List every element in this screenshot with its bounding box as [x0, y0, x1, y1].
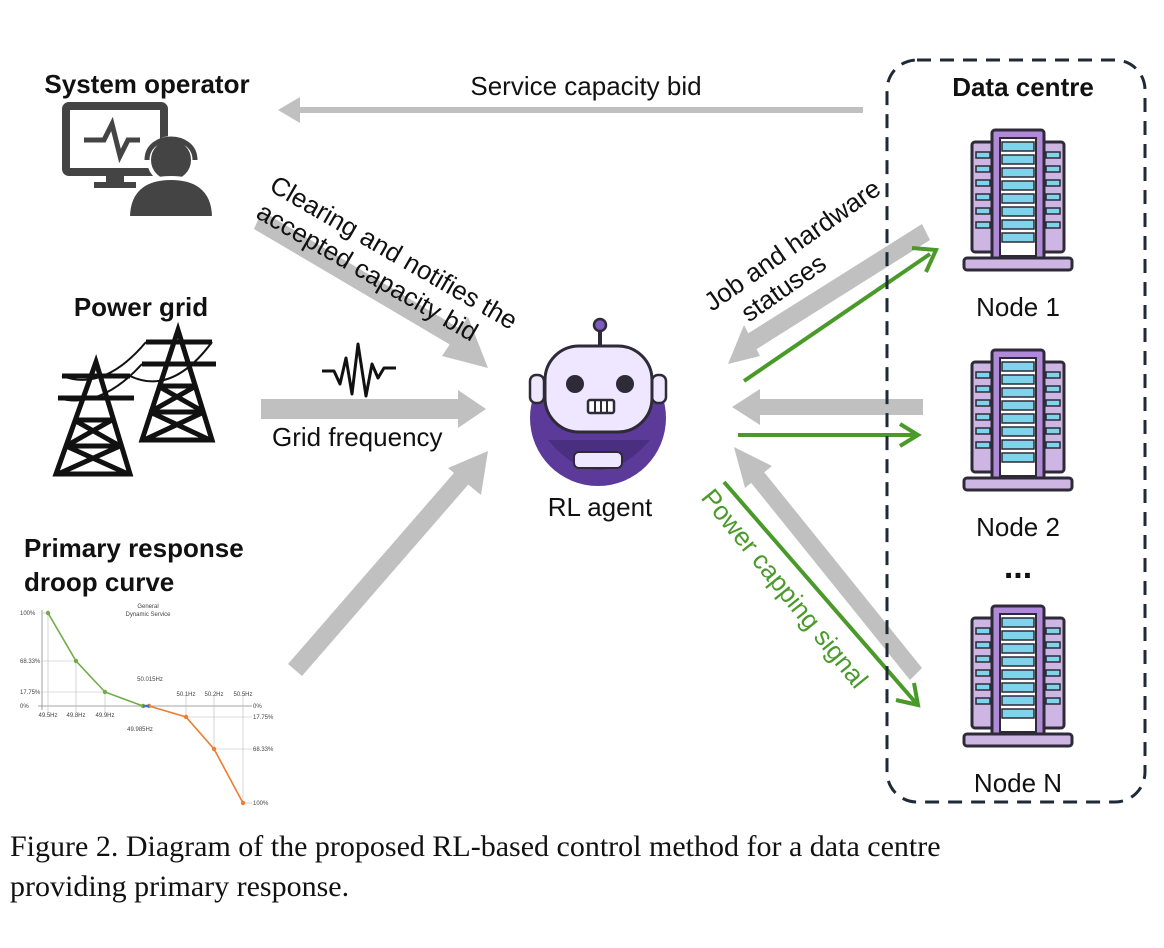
grey-arrows: [254, 97, 930, 680]
droop-left-y-tick: 0%: [20, 704, 29, 710]
grid-frequency-label: Grid frequency: [272, 422, 443, 452]
droop-high-point: [240, 800, 246, 806]
droop-low-point: [45, 610, 51, 616]
droop-title-line1: Primary response: [24, 533, 244, 563]
capping-arrow-node1: [742, 246, 939, 383]
droop-right-y-tick: 0%: [253, 704, 262, 710]
droop-low-point: [102, 689, 108, 695]
capping-arrow-nodeN: [722, 480, 921, 708]
droop-high-point: [183, 714, 189, 720]
server-node-2-icon: [962, 348, 1074, 492]
droop-left-y-tick: 17.75%: [20, 690, 41, 696]
droop-x-tick-low: 49.5Hz: [38, 713, 57, 719]
droop-x-tick-high: 50.1Hz: [176, 692, 195, 698]
droop-left-y-tick: 68.33%: [20, 659, 41, 665]
grid-frequency-arrow: [261, 390, 486, 428]
droop-low-point: [73, 658, 79, 664]
droop-right-y-tick: 17.75%: [253, 715, 274, 721]
caption-line1: Figure 2. Diagram of the proposed RL-bas…: [10, 830, 941, 863]
droop-x-tick-high: 50.5Hz: [233, 692, 252, 698]
droop-title-line2: droop curve: [24, 567, 174, 597]
droop-x-tick-low: 49.9Hz: [95, 713, 114, 719]
droop-high-series-line: [148, 705, 244, 804]
server-node-n-icon: [962, 604, 1074, 748]
robot-icon: [528, 317, 668, 486]
droop-arrow: [288, 451, 488, 676]
node-n-label: Node N: [974, 768, 1062, 798]
caption-line2: providing primary response.: [10, 870, 349, 903]
droop-x-tick-low: 49.8Hz: [66, 713, 85, 719]
frequency-wave-icon: [322, 342, 396, 398]
clearing-arrow: [254, 211, 488, 368]
service-capacity-bid-arrow: [278, 97, 863, 123]
service-capacity-bid-label: Service capacity bid: [470, 71, 701, 101]
droop-right-y-tick: 100%: [253, 801, 269, 807]
power-grid-title: Power grid: [74, 292, 208, 322]
rl-agent-label: RL agent: [548, 492, 653, 522]
droop-high-point: [211, 746, 217, 752]
system-operator-title: System operator: [44, 69, 249, 99]
job-status-arrow-node1: [728, 224, 930, 364]
droop-chart: General Dynamic Service 100% 68.33% 17.75%…: [20, 604, 274, 807]
data-centre-boundary: [885, 58, 1147, 804]
data-centre-title: Data centre: [952, 72, 1094, 102]
node-1-label: Node 1: [976, 292, 1060, 322]
node-2-label: Node 2: [976, 512, 1060, 542]
transmission-tower-icon: [52, 321, 216, 477]
droop-right-y-tick: 68.33%: [253, 747, 274, 753]
green-arrows: [722, 246, 939, 708]
droop-low-series-line: [47, 612, 144, 707]
monitor-operator-icon: [62, 102, 217, 220]
droop-chart-title-line2: Dynamic Service: [125, 612, 171, 618]
droop-deadband-high-label: 50.015Hz: [137, 677, 163, 683]
droop-x-tick-high: 50.2Hz: [204, 692, 223, 698]
droop-chart-title-line1: General: [137, 604, 158, 610]
server-node-1-icon: [962, 128, 1074, 272]
droop-left-y-tick: 100%: [20, 611, 36, 617]
droop-deadband-low-label: 49.985Hz: [127, 727, 153, 733]
capping-arrow-node2: [738, 422, 922, 448]
node-ellipsis: ...: [1004, 548, 1032, 586]
job-status-arrow-node2: [732, 389, 923, 425]
job-status-arrow-nodeN: [734, 447, 922, 680]
